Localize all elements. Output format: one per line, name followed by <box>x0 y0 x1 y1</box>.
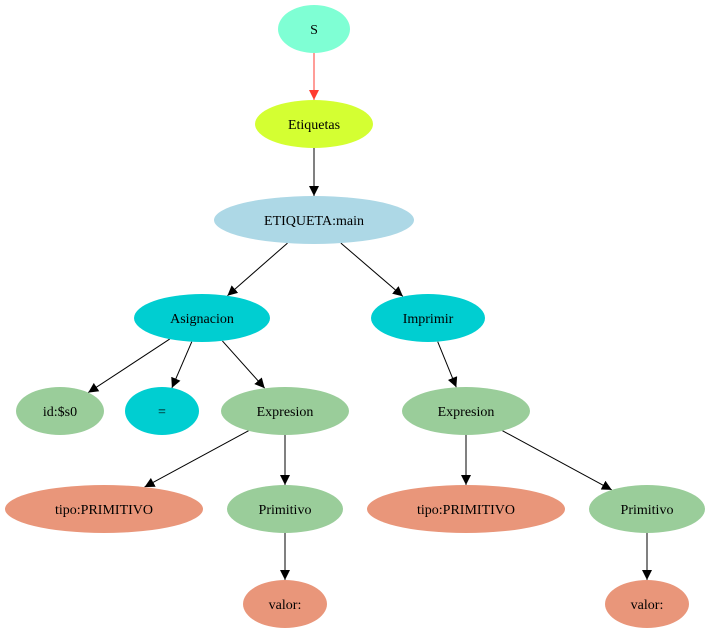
node-tipo-1: tipo:PRIMITIVO <box>5 485 203 533</box>
edge-etiqueta-main-to-imprimir <box>340 242 404 297</box>
node-expresion-1-label: Expresion <box>257 405 314 420</box>
node-tipo-1-label: tipo:PRIMITIVO <box>55 503 153 518</box>
edge-asignacion-to-igual <box>171 341 193 389</box>
node-primitivo-2-shape <box>589 485 705 533</box>
node-id-s0-shape <box>16 387 104 435</box>
node-igual-shape <box>125 387 199 435</box>
node-expresion-1-shape <box>221 387 349 435</box>
node-tipo-2-label: tipo:PRIMITIVO <box>417 503 515 518</box>
node-etiquetas: Etiquetas <box>255 100 373 148</box>
node-valor-2: valor: <box>605 580 689 628</box>
node-primitivo-1: Primitivo <box>227 485 343 533</box>
node-expresion-1: Expresion <box>221 387 349 435</box>
node-asignacion-label: Asignacion <box>170 312 234 327</box>
node-id-s0: id:$s0 <box>16 387 104 435</box>
node-tipo-2-shape <box>367 485 565 533</box>
node-expresion-2-shape <box>402 387 530 435</box>
edges-layer <box>87 53 652 580</box>
node-valor-2-shape <box>605 580 689 628</box>
node-primitivo-2-label: Primitivo <box>621 503 674 518</box>
node-imprimir-label: Imprimir <box>403 312 454 327</box>
node-asignacion-shape <box>134 294 270 342</box>
node-primitivo-1-label: Primitivo <box>259 503 312 518</box>
node-imprimir-shape <box>371 294 485 342</box>
edge-asignacion-to-expresion-1 <box>222 340 266 389</box>
node-etiqueta-main-shape <box>214 196 414 244</box>
node-s-shape <box>278 5 350 53</box>
edge-imprimir-to-expresion-2 <box>437 341 458 388</box>
node-asignacion: Asignacion <box>134 294 270 342</box>
edge-etiqueta-main-to-asignacion <box>227 242 288 297</box>
edge-asignacion-to-id-s0 <box>87 338 170 394</box>
node-valor-1: valor: <box>243 580 327 628</box>
node-expresion-2-label: Expresion <box>438 405 495 420</box>
node-id-s0-label: id:$s0 <box>43 405 77 420</box>
node-igual-label: = <box>158 405 166 420</box>
node-valor-1-shape <box>243 580 327 628</box>
node-etiqueta-main: ETIQUETA:main <box>214 196 414 244</box>
node-primitivo-1-shape <box>227 485 343 533</box>
edge-expresion-1-to-tipo-1 <box>144 430 249 488</box>
node-igual: = <box>125 387 199 435</box>
node-s: S <box>278 5 350 53</box>
node-expresion-2: Expresion <box>402 387 530 435</box>
edge-expresion-2-to-primitivo-2 <box>502 430 613 491</box>
node-s-label: S <box>310 23 318 38</box>
node-etiquetas-label: Etiquetas <box>288 118 340 133</box>
node-primitivo-2: Primitivo <box>589 485 705 533</box>
node-etiqueta-main-label: ETIQUETA:main <box>264 214 364 229</box>
node-tipo-2: tipo:PRIMITIVO <box>367 485 565 533</box>
node-tipo-1-shape <box>5 485 203 533</box>
node-valor-1-label: valor: <box>269 598 302 613</box>
node-imprimir: Imprimir <box>371 294 485 342</box>
node-valor-2-label: valor: <box>631 598 664 613</box>
node-etiquetas-shape <box>255 100 373 148</box>
